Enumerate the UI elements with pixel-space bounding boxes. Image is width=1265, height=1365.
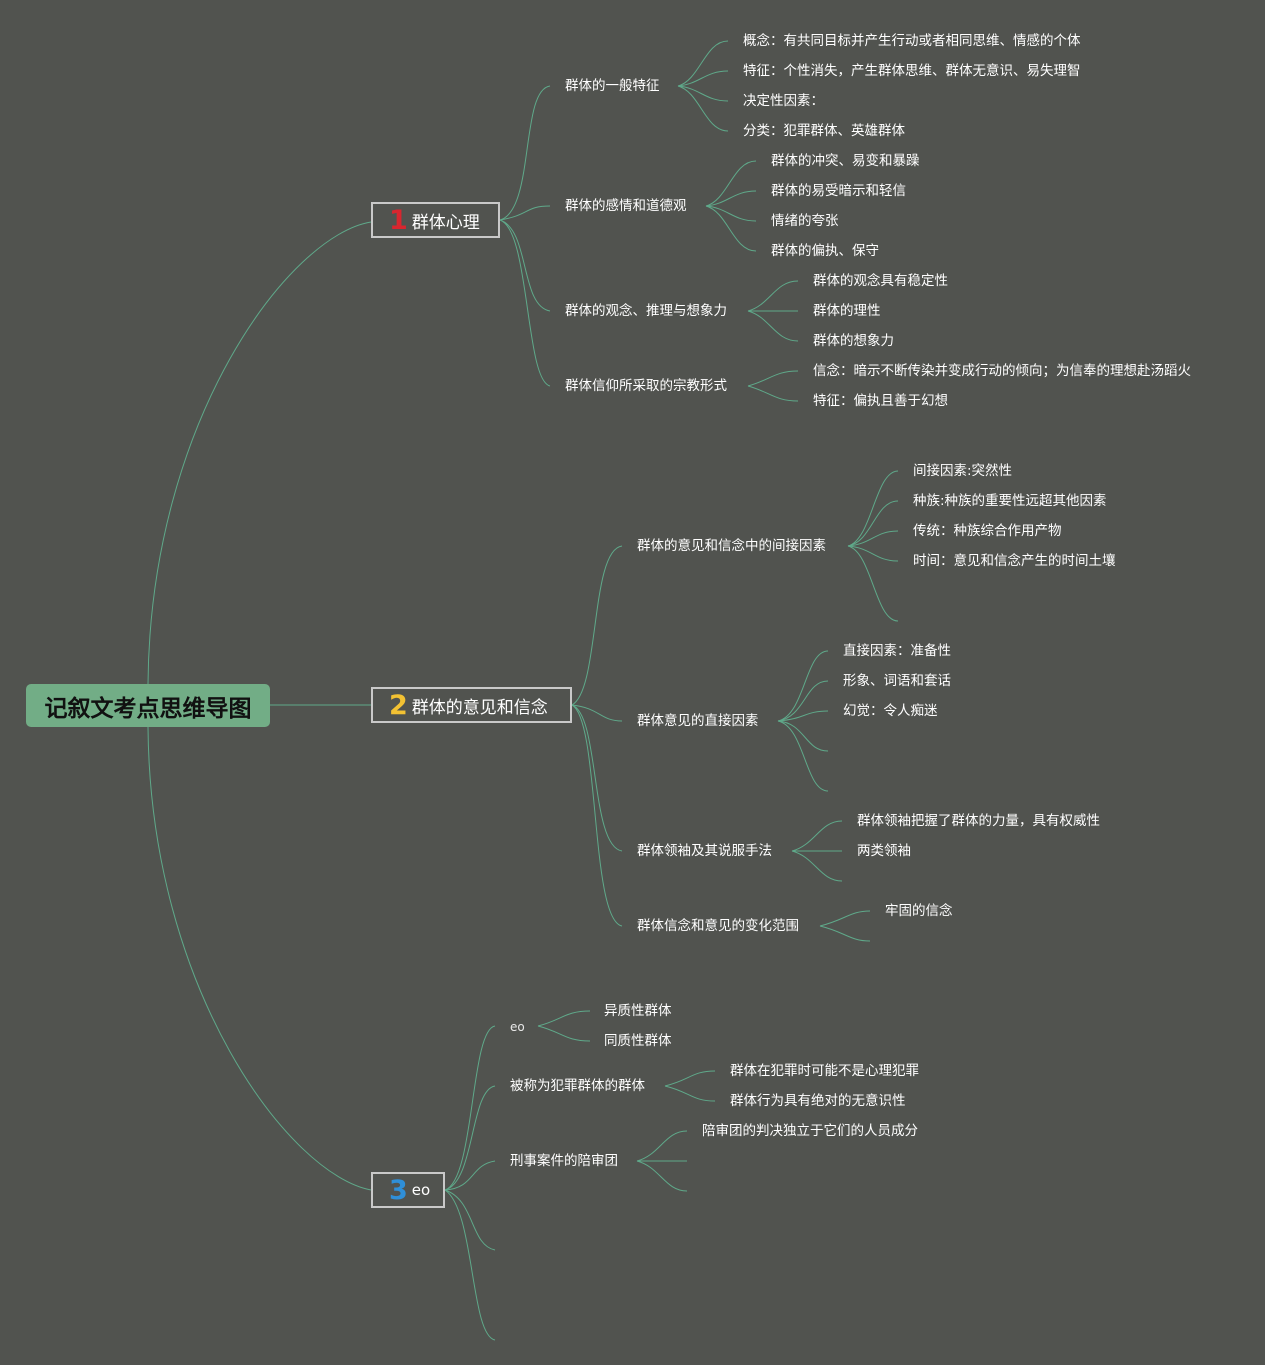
subtopic-3-1[interactable]: eo [510,1020,525,1034]
branch-number-3: 3 [389,1174,408,1206]
subtopic-2-3[interactable]: 群体领袖及其说服手法 [637,843,772,859]
subtopic-3-2[interactable]: 被称为犯罪群体的群体 [510,1078,645,1094]
leaf-1-3-2[interactable]: 群体的理性 [813,303,881,319]
branch-topic-3[interactable]: 3 eo [371,1172,445,1208]
leaf-1-4-1[interactable]: 信念：暗示不断传染并变成行动的倾向；为信奉的理想赴汤蹈火 [813,363,1191,379]
branch-label-2: 群体的意见和信念 [411,697,548,718]
branch-topic-1[interactable]: 1 群体心理 [371,202,500,238]
leaf-1-1-3[interactable]: 决定性因素： [743,93,824,109]
leaf-1-3-3[interactable]: 群体的想象力 [813,333,894,349]
subtopic-2-2[interactable]: 群体意见的直接因素 [637,713,759,729]
root-topic[interactable]: 记叙文考点思维导图 [26,684,270,727]
leaf-1-4-2[interactable]: 特征：偏执且善于幻想 [813,393,948,409]
leaf-3-2-1[interactable]: 群体在犯罪时可能不是心理犯罪 [730,1063,919,1079]
leaf-2-1-2[interactable]: 种族:种族的重要性远超其他因素 [913,493,1107,509]
leaf-2-2-1[interactable]: 直接因素：准备性 [843,643,951,659]
leaf-1-1-4[interactable]: 分类：犯罪群体、英雄群体 [743,123,905,139]
subtopic-1-4[interactable]: 群体信仰所采取的宗教形式 [565,378,727,394]
subtopic-2-4[interactable]: 群体信念和意见的变化范围 [637,918,799,934]
leaf-2-2-3[interactable]: 幻觉：令人痴迷 [843,703,938,719]
subtopic-1-3[interactable]: 群体的观念、推理与想象力 [565,303,727,319]
leaf-2-3-2[interactable]: 两类领袖 [857,843,911,859]
branch-number-1: 1 [389,204,408,236]
leaf-3-2-2[interactable]: 群体行为具有绝对的无意识性 [730,1093,906,1109]
leaf-1-1-2[interactable]: 特征：个性消失，产生群体思维、群体无意识、易失理智 [743,63,1081,79]
leaf-1-3-1[interactable]: 群体的观念具有稳定性 [813,273,948,289]
leaf-1-2-1[interactable]: 群体的冲突、易变和暴躁 [771,153,920,169]
leaf-3-3-1[interactable]: 陪审团的判决独立于它们的人员成分 [702,1123,918,1139]
branch-label-1: 群体心理 [411,212,480,233]
branch-topic-2[interactable]: 2 群体的意见和信念 [371,687,572,723]
subtopic-2-1[interactable]: 群体的意见和信念中的间接因素 [637,538,826,554]
leaf-3-1-1[interactable]: 异质性群体 [604,1003,672,1019]
subtopic-1-2[interactable]: 群体的感情和道德观 [565,198,687,214]
branch-label-3: eo [411,1181,431,1199]
leaf-2-2-2[interactable]: 形象、词语和套话 [843,673,951,689]
leaf-1-2-4[interactable]: 群体的偏执、保守 [771,243,879,259]
subtopic-3-3[interactable]: 刑事案件的陪审团 [510,1153,618,1169]
leaf-3-1-2[interactable]: 同质性群体 [604,1033,672,1049]
leaf-2-1-3[interactable]: 传统：种族综合作用产物 [913,523,1062,539]
leaf-1-1-1[interactable]: 概念：有共同目标并产生行动或者相同思维、情感的个体 [743,33,1081,49]
branch-number-2: 2 [389,689,408,721]
leaf-2-1-4[interactable]: 时间：意见和信念产生的时间土壤 [913,553,1116,569]
leaf-1-2-2[interactable]: 群体的易受暗示和轻信 [771,183,906,199]
leaf-2-3-1[interactable]: 群体领袖把握了群体的力量，具有权威性 [857,813,1100,829]
subtopic-1-1[interactable]: 群体的一般特征 [565,78,660,94]
leaf-2-4-1[interactable]: 牢固的信念 [885,903,953,919]
leaf-1-2-3[interactable]: 情绪的夸张 [771,213,839,229]
leaf-2-1-1[interactable]: 间接因素:突然性 [913,463,1013,479]
